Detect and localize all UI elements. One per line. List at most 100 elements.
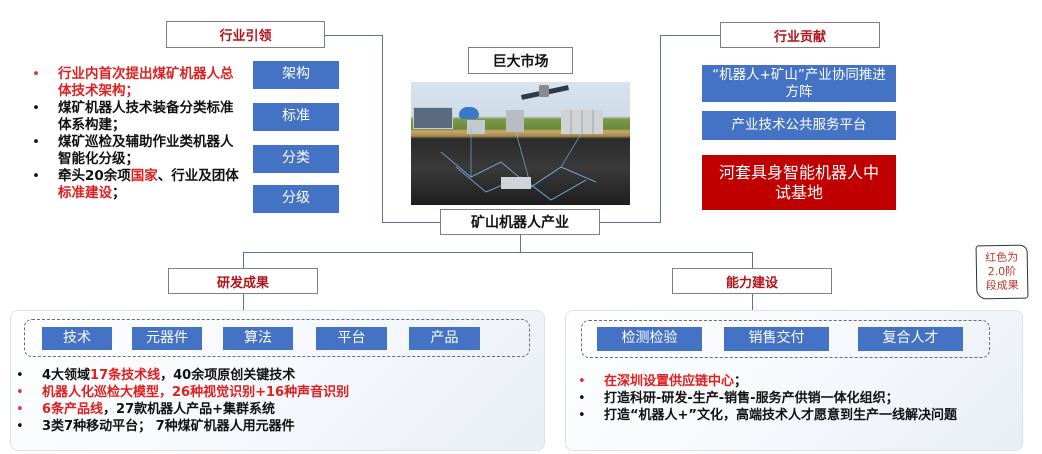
capability-title-text: 能力建设 xyxy=(725,275,778,291)
connector-center-down xyxy=(520,235,521,252)
highlight-text: 行业内首次提出煤矿机器人总体技术架构； xyxy=(58,66,234,99)
industry-box: 矿山机器人产业 xyxy=(440,209,600,235)
inset-photo xyxy=(413,107,453,129)
rnd-title-text: 研发成果 xyxy=(216,275,269,291)
connector-left-to-center xyxy=(382,222,440,223)
tag-label: 标准 xyxy=(282,108,310,125)
market-box: 巨大市场 xyxy=(468,47,573,74)
connector-rnd-v xyxy=(243,252,244,268)
tag-label: 算法 xyxy=(244,329,272,346)
connector-bottom-h xyxy=(243,252,753,253)
tag-label: 销售交付 xyxy=(748,330,805,347)
tag-label: 架构 xyxy=(282,66,310,83)
silo-group xyxy=(561,110,603,134)
tag-label: 检测检验 xyxy=(621,330,678,347)
leadership-tag-classification: 分类 xyxy=(253,145,339,173)
market-label: 巨大市场 xyxy=(492,53,549,70)
rnd-tag-product: 产品 xyxy=(409,327,480,350)
highlight-text: 标准建设 xyxy=(58,185,112,201)
contribution-item-alliance: “机器人+矿山”产业协同推进方阵 xyxy=(702,65,896,102)
bullet-item: 机器人化巡检大模型，26种视觉识别+16种声音识别 xyxy=(14,384,534,401)
bullet-text: 3类7种移动平台； 7种煤矿机器人用元器件 xyxy=(42,419,295,434)
bullet-text: ，40余项原创关键技术 xyxy=(160,368,296,383)
connector-contribution-h xyxy=(660,35,720,36)
highlight-text: 国家 xyxy=(130,168,158,184)
connector-capability-down xyxy=(752,294,753,314)
bullet-text: 牵头20余项 xyxy=(58,168,131,184)
bullet-item: 4大领域17条技术线，40余项原创关键技术 xyxy=(14,367,534,384)
rnd-tag-technology: 技术 xyxy=(42,327,112,350)
rnd-tag-algorithm: 算法 xyxy=(223,327,293,350)
tag-label: 分级 xyxy=(282,190,310,207)
contribution-item-label: “机器人+矿山”产业协同推进方阵 xyxy=(712,66,886,100)
mine-illustration-image xyxy=(411,82,630,205)
bullet-text: ； xyxy=(734,374,748,389)
connector-rnd-down xyxy=(243,294,244,314)
connector-leadership-h xyxy=(325,35,383,36)
bullet-item: 在深圳设置供应链中心； xyxy=(576,373,1006,390)
tag-label: 复合人才 xyxy=(882,330,939,347)
bullet-item: 行业内首次提出煤矿机器人总体技术架构； xyxy=(30,66,245,100)
capability-tag-group xyxy=(581,320,990,358)
cloud-icon xyxy=(459,107,479,119)
tag-label: 元器件 xyxy=(146,329,188,346)
capability-tag-sales: 销售交付 xyxy=(724,327,829,351)
contribution-item-label: 河套具身智能机器人中试基地 xyxy=(718,162,879,202)
tag-label: 平台 xyxy=(337,329,366,346)
bullet-text: 煤矿机器人技术装备分类标准体系构建； xyxy=(58,100,234,133)
leadership-title-text: 行业引领 xyxy=(219,29,272,44)
connector-contribution-v xyxy=(660,35,661,223)
note-line: 红色为 xyxy=(985,250,1019,265)
capability-title: 能力建设 xyxy=(672,268,832,294)
contribution-item-label: 产业技术公共服务平台 xyxy=(731,117,867,134)
contribution-item-platform: 产业技术公共服务平台 xyxy=(702,111,896,140)
bullet-text: 4大领域 xyxy=(42,368,91,383)
building-1 xyxy=(506,110,524,132)
highlight-text: 机器人化巡检大模型，26种视觉识别+16种声音识别 xyxy=(42,385,350,400)
rnd-bullets: 4大领域17条技术线，40余项原创关键技术机器人化巡检大模型，26种视觉识别+1… xyxy=(14,367,534,435)
connector-right-to-center xyxy=(600,222,661,223)
bullet-item: 煤矿机器人技术装备分类标准体系构建； xyxy=(30,100,245,134)
bullet-item: 牵头20余项国家、行业及团体标准建设； xyxy=(30,168,245,202)
bullet-text: ； xyxy=(112,185,126,201)
legend-note: 红色为 2.0阶 段成果 xyxy=(975,244,1029,300)
note-line: 2.0阶 xyxy=(987,264,1017,279)
rnd-tag-group xyxy=(24,319,530,357)
bullet-item: 打造科研-研发-生产-销售-服务产供销一体化组织； xyxy=(576,390,1006,407)
network-lines xyxy=(440,127,597,201)
building-2 xyxy=(467,120,485,134)
bullet-text: 、行业及团体 xyxy=(157,168,239,184)
tag-label: 分类 xyxy=(282,150,310,167)
tag-label: 技术 xyxy=(63,329,91,346)
highlight-text: 6条产品线 xyxy=(42,402,104,417)
contribution-title: 行业贡献 xyxy=(720,22,880,48)
highlight-text: 在深圳设置供应链中心 xyxy=(604,374,735,389)
rnd-tag-platform: 平台 xyxy=(316,327,387,350)
leadership-tag-standard: 标准 xyxy=(253,103,339,131)
rnd-tag-components: 元器件 xyxy=(132,327,202,350)
bullet-item: 打造“机器人+”文化，高端技术人才愿意到生产一线解决问题 xyxy=(576,407,1006,424)
bullet-text: 打造“机器人+”文化，高端技术人才愿意到生产一线解决问题 xyxy=(604,408,957,423)
rnd-title: 研发成果 xyxy=(168,268,318,294)
bullet-text: 煤矿巡检及辅助作业类机器人智能化分级； xyxy=(58,134,234,167)
connector-leadership-v xyxy=(382,35,383,223)
capability-tag-talent: 复合人才 xyxy=(858,327,963,351)
highlight-text: 17条技术线 xyxy=(90,368,161,383)
leadership-tag-architecture: 架构 xyxy=(253,61,339,89)
capability-bullets: 在深圳设置供应链中心；打造科研-研发-生产-销售-服务产供销一体化组织；打造“机… xyxy=(576,373,1006,424)
contribution-item-pilot-base: 河套具身智能机器人中试基地 xyxy=(702,155,896,210)
bullet-text: ，27款机器人产品+集群系统 xyxy=(103,402,276,417)
leadership-title: 行业引领 xyxy=(166,21,325,48)
contribution-title-text: 行业贡献 xyxy=(773,29,826,45)
leadership-bullets: 行业内首次提出煤矿机器人总体技术架构；煤矿机器人技术装备分类标准体系构建；煤矿巡… xyxy=(30,66,245,202)
bullet-item: 3类7种移动平台； 7种煤矿机器人用元器件 xyxy=(14,418,534,435)
satellite-body xyxy=(539,85,549,97)
note-line: 段成果 xyxy=(985,278,1019,293)
capability-tag-testing: 检测检验 xyxy=(597,327,702,351)
industry-label: 矿山机器人产业 xyxy=(471,215,569,231)
connector-capability-v xyxy=(752,252,753,268)
bullet-item: 6条产品线，27款机器人产品+集群系统 xyxy=(14,401,534,418)
tag-label: 产品 xyxy=(430,329,459,346)
bullet-item: 煤矿巡检及辅助作业类机器人智能化分级； xyxy=(30,134,245,168)
bullet-text: 打造科研-研发-生产-销售-服务产供销一体化组织； xyxy=(604,391,899,406)
